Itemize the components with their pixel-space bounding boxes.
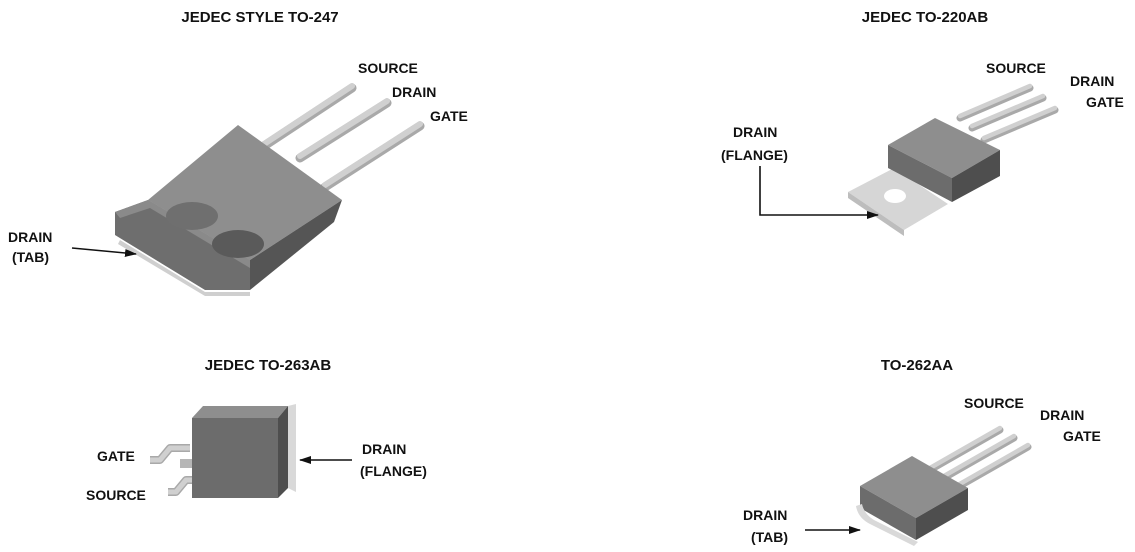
to262aa-side-face [916,488,968,540]
to220ab-top-face [888,118,1000,178]
to262aa-package: TO-262AA SOURCE DRAIN GATE DRAIN (TAB) [743,357,1101,546]
to247-gate-label: GATE [430,108,468,124]
to247-source-lead-highlight [255,83,355,151]
to220ab-side-face [952,150,1000,202]
to220ab-flange-arrow [759,166,879,219]
to220ab-drain-lead-highlight [969,93,1046,129]
to262aa-source-label: SOURCE [964,395,1024,411]
to247-right-face [250,200,342,290]
to220ab-drain-label: DRAIN [1070,73,1114,89]
to247-title: JEDEC STYLE TO-247 [181,9,338,26]
to247-drain-lead-highlight [297,98,390,159]
to247-tab-arrow [71,247,137,257]
to262aa-front-face [860,486,916,540]
to263ab-source-label: SOURCE [86,487,146,503]
to247-tab-label-line2: (TAB) [12,249,49,265]
to262aa-drain-lead-highlight [941,433,1017,479]
to262aa-tab [856,504,918,546]
to262aa-source-lead-highlight [927,425,1003,471]
to220ab-body [888,118,1000,202]
to220ab-gate-label: GATE [1086,94,1124,110]
to247-leads [253,83,425,192]
to262aa-tab-label-line2: (TAB) [751,529,788,545]
to220ab-source-label: SOURCE [986,60,1046,76]
to263ab-body [192,404,296,498]
to262aa-drain-label: DRAIN [1040,407,1084,423]
to220ab-gate-lead-highlight [981,105,1058,141]
to247-mount-hole [166,202,218,230]
to262aa-tab-label-line1: DRAIN [743,507,787,523]
to247-gate-lead-highlight [322,121,423,188]
to247-source-label: SOURCE [358,60,418,76]
to263ab-gate-lead-highlight [150,445,190,463]
to220ab-package: JEDEC TO-220AB SOURCE DRAIN GATE DRAIN (… [721,9,1124,236]
to262aa-gate-label: GATE [1063,428,1101,444]
to220ab-front-face [888,145,952,202]
to263ab-title: JEDEC TO-263AB [205,357,332,374]
to220ab-flange-label-line1: DRAIN [733,124,777,140]
to247-package: JEDEC STYLE TO-247 SOURCE DRAIN GATE DRA… [8,9,468,296]
to247-mount-hole-lower [212,230,264,258]
to262aa-leads [926,425,1032,491]
to262aa-top-face [860,456,968,518]
to220ab-title: JEDEC TO-220AB [862,9,989,26]
to263ab-flange [288,404,296,492]
to220ab-leads [956,83,1059,144]
to262aa-body [856,456,968,546]
to263ab-flange-label-line1: DRAIN [362,441,406,457]
to263ab-gate-label: GATE [97,448,135,464]
to263ab-front-face [192,418,278,498]
to220ab-flange-hole [884,189,906,203]
to220ab-flange-label-line2: (FLANGE) [721,147,788,163]
to262aa-gate-lead-highlight [955,442,1031,488]
to247-tab-label-line1: DRAIN [8,229,52,245]
to263ab-side-face [278,406,288,498]
to220ab-source-lead-highlight [957,83,1033,119]
to263ab-top-face [192,406,288,418]
to262aa-title: TO-262AA [881,357,953,374]
to247-body [115,125,342,296]
to247-drain-label: DRAIN [392,84,436,100]
to263ab-package: JEDEC TO-263AB GATE SOURCE DRAIN (FLANGE… [86,357,427,503]
to263ab-flange-label-line2: (FLANGE) [360,463,427,479]
to247-front-face [115,200,250,290]
to263ab-center-stub [180,459,194,468]
